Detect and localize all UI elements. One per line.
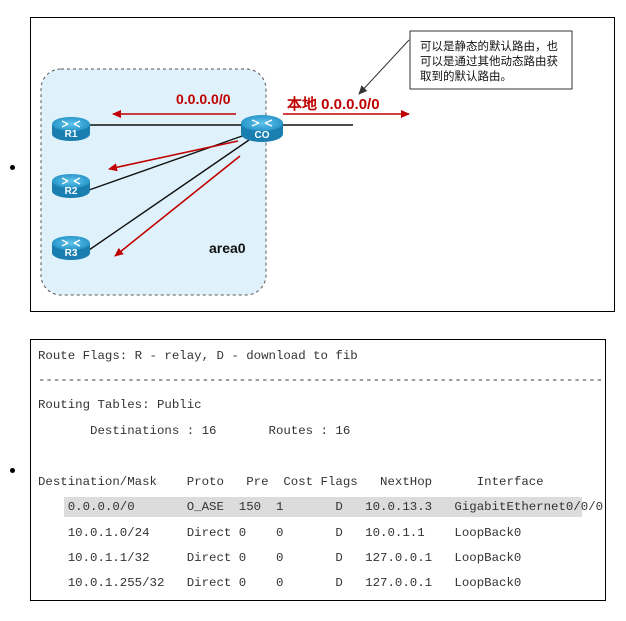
- highlighted-row: [64, 497, 582, 517]
- table-row: 10.0.1.1/32 Direct 0 0 D 127.0.0.1 LoopB…: [38, 551, 522, 565]
- router-icon: [61, 239, 81, 247]
- callout-line-3: 取到的默认路由。: [420, 69, 512, 83]
- callout-box: [409, 30, 573, 90]
- svg-text:R2: R2: [65, 186, 78, 197]
- router-icon: [251, 119, 273, 127]
- cli-line-routing-tables: Routing Tables: Public: [38, 398, 202, 412]
- route-label-default: 0.0.0.0/0: [176, 91, 231, 107]
- callout-line-2: 可以是通过其他动态路由获: [420, 54, 558, 68]
- router-r3: R3: [52, 236, 90, 260]
- svg-text:CO: CO: [255, 130, 270, 141]
- table-row: 10.0.1.0/24 Direct 0 0 D 10.0.1.1 LoopBa…: [38, 526, 522, 540]
- router-r1: R1: [52, 117, 90, 141]
- area0-label: area0: [209, 240, 246, 256]
- table-row: 0.0.0.0/0 O_ASE 150 1 D 10.0.13.3 Gigabi…: [38, 500, 604, 514]
- svg-text:R1: R1: [65, 129, 78, 140]
- router-icon: [61, 120, 81, 128]
- callout-pointer: [358, 39, 410, 95]
- arrow-to-r2: [108, 140, 239, 172]
- arrow-to-r3: [114, 155, 241, 257]
- link-r3-co: [88, 139, 250, 251]
- network-diagram-panel: area0 0.0.0.0/0 本地 0.0.0.0/0 可以是静态的默认路由，…: [30, 17, 615, 312]
- routing-table-output: Route Flags: R - relay, D - download to …: [30, 339, 606, 601]
- cli-line-destinations: Destinations : 16 Routes : 16: [38, 424, 351, 438]
- table-row: 10.0.1.255/32 Direct 0 0 D 127.0.0.1 Loo…: [38, 576, 522, 590]
- cli-line-route-flags: Route Flags: R - relay, D - download to …: [38, 349, 358, 363]
- bullet-2: [10, 468, 15, 473]
- bullet-1: [10, 165, 15, 170]
- cli-line-header: Destination/Mask Proto Pre Cost Flags Ne…: [38, 475, 544, 489]
- cli-line-separator: ----------------------------------------…: [38, 373, 606, 387]
- link-r2-co: [88, 134, 246, 191]
- route-label-local-default: 本地 0.0.0.0/0: [287, 95, 380, 113]
- router-r2: R2: [52, 174, 90, 198]
- svg-text:R3: R3: [65, 248, 78, 259]
- network-diagram: area0 0.0.0.0/0 本地 0.0.0.0/0 可以是静态的默认路由，…: [40, 30, 573, 296]
- router-co: CO: [241, 115, 283, 142]
- callout-line-1: 可以是静态的默认路由，也: [420, 39, 558, 53]
- router-icon: [61, 177, 81, 185]
